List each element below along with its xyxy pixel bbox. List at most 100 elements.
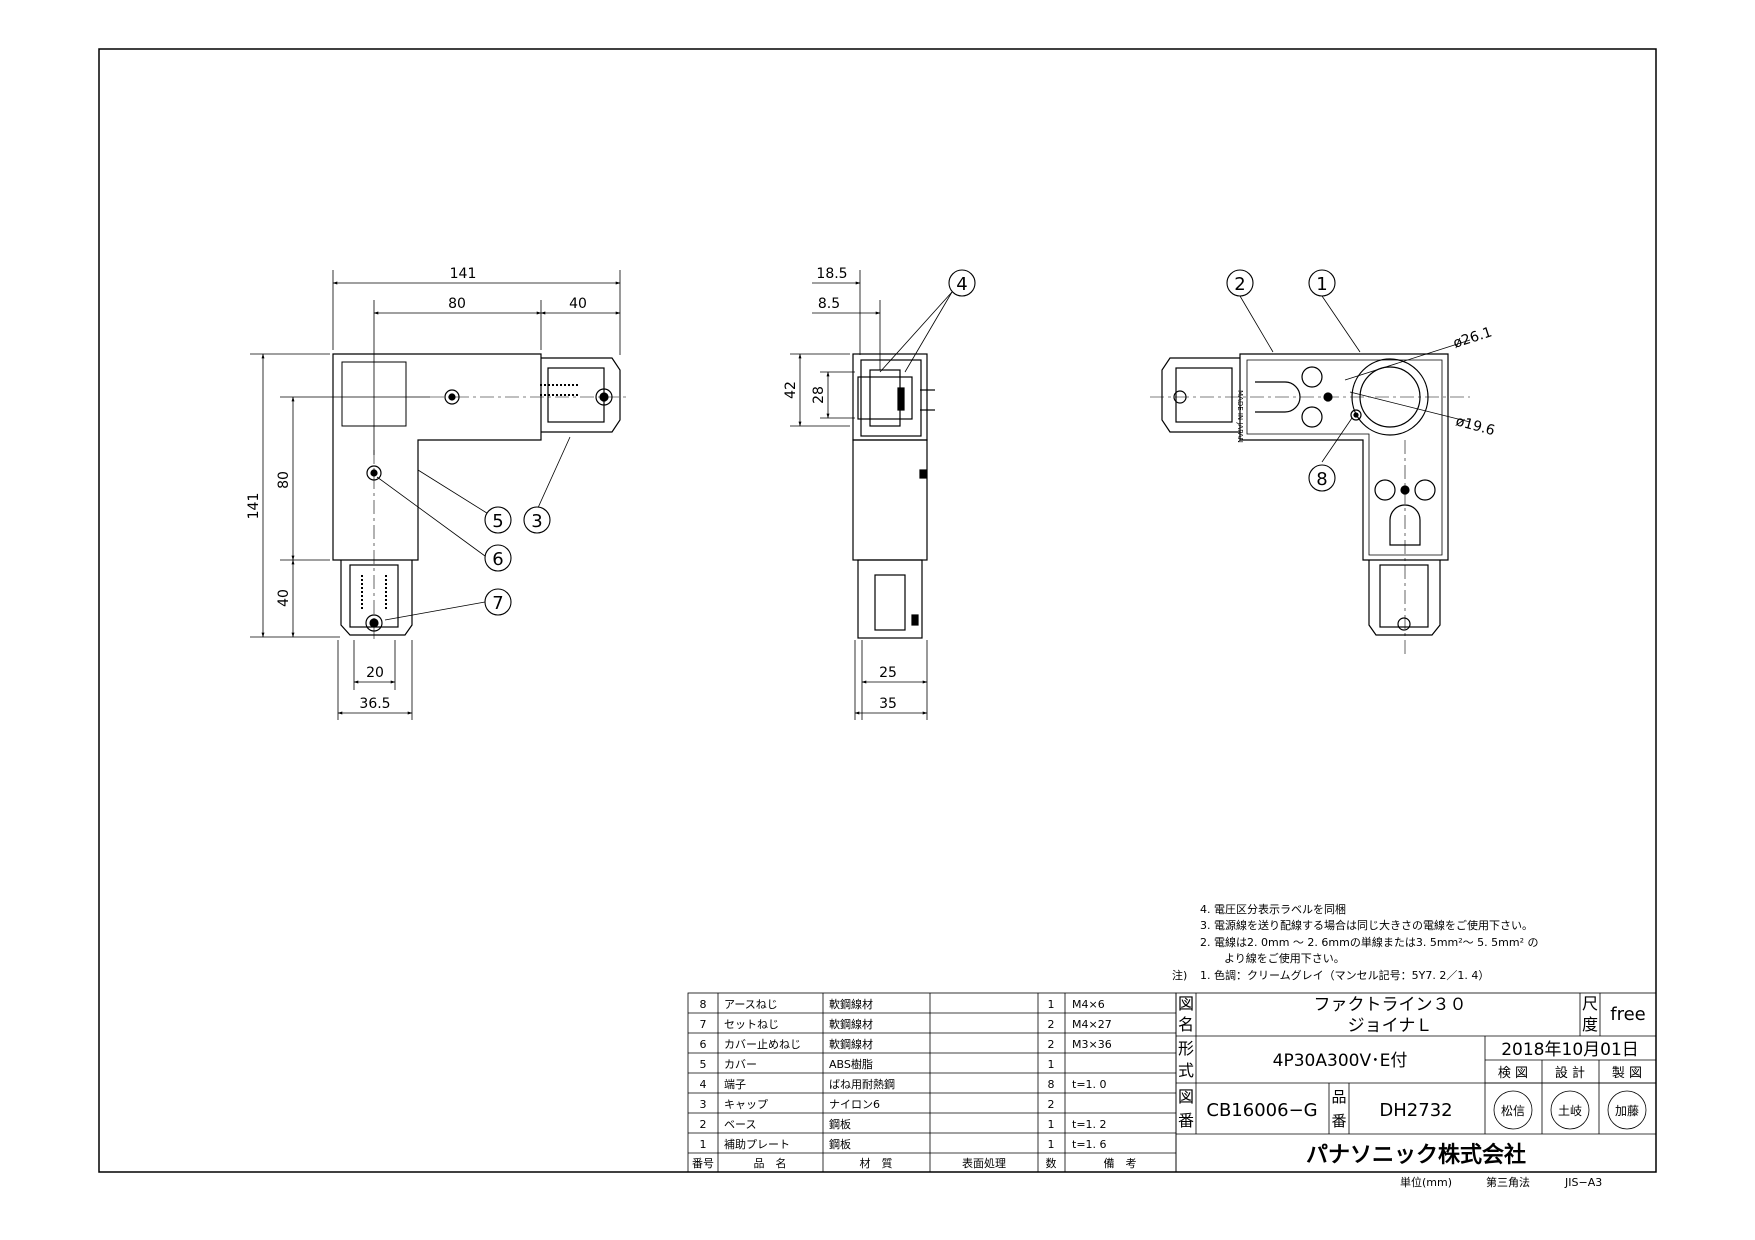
parts-table-text: 8 アースねじ 軟鋼線材 1 M4×6 7 セットねじ 軟鋼線材 2 M4×27… bbox=[692, 997, 1137, 1170]
row-name: カバー止めねじ bbox=[724, 1038, 801, 1051]
header-name: 品 名 bbox=[754, 1156, 787, 1170]
parts-row-5: 5 カバー ABS樹脂 1 bbox=[700, 1057, 1055, 1071]
model-value: 4P30A300V･E付 bbox=[1273, 1051, 1408, 1071]
row-no: 5 bbox=[700, 1058, 707, 1071]
row-remarks: t=1. 6 bbox=[1072, 1138, 1107, 1151]
side-view-dimensions bbox=[790, 270, 953, 720]
dim-side-left-outer: 42 bbox=[783, 381, 799, 399]
row-no: 6 bbox=[700, 1038, 707, 1051]
rear-view bbox=[1150, 339, 1471, 655]
row-name: セットねじ bbox=[724, 1018, 779, 1031]
label-zuban-1: 図 bbox=[1178, 1087, 1194, 1106]
notes: 4. 電圧区分表示ラベルを同梱 3. 電源線を送り配線する場合は同じ大きさの電線… bbox=[1172, 902, 1538, 982]
made-in-japan-text: MADE IN JAPAN bbox=[1236, 390, 1244, 443]
paper-size-label: JIS−A3 bbox=[1564, 1176, 1602, 1189]
row-no: 2 bbox=[700, 1118, 707, 1131]
dim-rear-dia-outer: ø26.1 bbox=[1451, 324, 1494, 352]
row-name: ベース bbox=[724, 1118, 756, 1131]
parts-row-4: 4 端子 ばね用耐熱鋼 8 t=1. 0 bbox=[700, 1077, 1107, 1091]
dim-front-top-total: 141 bbox=[450, 266, 477, 282]
title-block bbox=[1175, 992, 1657, 1173]
front-view bbox=[332, 353, 630, 640]
row-material: 軟鋼線材 bbox=[829, 1017, 873, 1031]
note-line-2b: より線をご使用下さい。 bbox=[1224, 951, 1345, 965]
note-prefix: 注) bbox=[1172, 968, 1187, 982]
row-remarks: M3×36 bbox=[1072, 1038, 1112, 1051]
label-zuban-2: 番 bbox=[1178, 1111, 1194, 1130]
date-value: 2018年10月01日 bbox=[1501, 1040, 1639, 1060]
row-material: 鋼板 bbox=[829, 1117, 851, 1131]
balloon-8: 8 bbox=[1316, 469, 1327, 490]
header-no: 番号 bbox=[692, 1157, 714, 1170]
balloon-6: 6 bbox=[492, 549, 503, 570]
title-block-text: 図 名 ファクトライン３０ ジョイナＬ 尺 度 free 形 式 4P30A30… bbox=[1178, 994, 1646, 1189]
stamp-draft: 加藤 bbox=[1615, 1104, 1639, 1118]
label-hinban-1: 品 bbox=[1331, 1088, 1346, 1106]
label-check: 検 図 bbox=[1498, 1066, 1528, 1081]
front-view-dimensions bbox=[250, 270, 621, 720]
row-name: アースねじ bbox=[724, 998, 778, 1011]
balloon-4: 4 bbox=[956, 274, 967, 295]
dim-front-bottom-inner: 20 bbox=[366, 665, 384, 681]
row-qty: 8 bbox=[1048, 1078, 1055, 1091]
header-finish: 表面処理 bbox=[962, 1156, 1006, 1170]
company-name: パナソニック株式会社 bbox=[1306, 1142, 1526, 1168]
dim-front-left-lower: 40 bbox=[276, 589, 292, 607]
label-scale-2: 度 bbox=[1582, 1015, 1598, 1034]
balloons bbox=[484, 269, 1336, 616]
drawing-title-1: ファクトライン３０ bbox=[1314, 995, 1467, 1015]
dim-side-bottom-inner: 25 bbox=[879, 665, 897, 681]
row-material: ばね用耐熱鋼 bbox=[829, 1077, 895, 1091]
scale-value: free bbox=[1610, 1004, 1646, 1025]
dim-front-top-left: 80 bbox=[448, 296, 466, 312]
header-qty: 数 bbox=[1046, 1157, 1057, 1170]
dim-front-left-upper: 80 bbox=[276, 471, 292, 489]
row-material: ナイロン6 bbox=[829, 1098, 880, 1111]
parts-row-7: 7 セットねじ 軟鋼線材 2 M4×27 bbox=[700, 1017, 1112, 1031]
row-material: 軟鋼線材 bbox=[829, 1037, 873, 1051]
balloon-7: 7 bbox=[492, 593, 503, 614]
dim-side-left-inner: 28 bbox=[811, 386, 827, 404]
row-no: 8 bbox=[700, 998, 707, 1011]
dim-side-top-outer: 18.5 bbox=[816, 266, 847, 282]
note-line-4: 4. 電圧区分表示ラベルを同梱 bbox=[1200, 902, 1346, 916]
balloon-3: 3 bbox=[531, 511, 542, 532]
dim-front-top-right: 40 bbox=[569, 296, 587, 312]
header-remarks: 備 考 bbox=[1104, 1157, 1137, 1170]
front-view-dimension-text: 141 80 40 141 80 40 20 36.5 bbox=[246, 266, 587, 712]
dim-rear-dia-inner: ø19.6 bbox=[1454, 413, 1497, 439]
label-scale-1: 尺 bbox=[1582, 994, 1598, 1013]
balloon-1: 1 bbox=[1316, 274, 1327, 295]
row-qty: 1 bbox=[1048, 1138, 1055, 1151]
projection-label: 第三角法 bbox=[1486, 1175, 1530, 1189]
drawing-title-2: ジョイナＬ bbox=[1348, 1016, 1433, 1036]
row-no: 7 bbox=[700, 1018, 707, 1031]
row-no: 3 bbox=[700, 1098, 707, 1111]
side-view bbox=[852, 353, 935, 639]
row-qty: 1 bbox=[1048, 1118, 1055, 1131]
label-keishiki-2: 式 bbox=[1178, 1061, 1194, 1080]
note-line-2: 2. 電線は2. 0mm ～ 2. 6mmの単線または3. 5mm²～ 5. 5… bbox=[1200, 935, 1538, 949]
row-name: カバー bbox=[724, 1058, 757, 1071]
row-qty: 1 bbox=[1048, 1058, 1055, 1071]
stamp-design: 土岐 bbox=[1558, 1104, 1582, 1118]
row-remarks: t=1. 2 bbox=[1072, 1118, 1107, 1131]
header-material: 材 質 bbox=[860, 1156, 893, 1170]
dim-front-left-total: 141 bbox=[246, 493, 262, 520]
rear-view-leaders bbox=[1239, 295, 1361, 463]
balloon-2: 2 bbox=[1234, 274, 1245, 295]
parts-row-8: 8 アースねじ 軟鋼線材 1 M4×6 bbox=[700, 997, 1105, 1011]
parts-row-6: 6 カバー止めねじ 軟鋼線材 2 M3×36 bbox=[700, 1037, 1112, 1051]
rear-view-text: ø26.1 ø19.6 MADE IN JAPAN bbox=[1236, 324, 1497, 443]
parts-row-3: 3 キャップ ナイロン6 2 bbox=[700, 1098, 1055, 1111]
label-zumei-2: 名 bbox=[1178, 1015, 1194, 1034]
label-hinban-2: 番 bbox=[1331, 1112, 1346, 1130]
balloon-5: 5 bbox=[492, 511, 503, 532]
row-name: 端子 bbox=[724, 1078, 746, 1091]
row-remarks: M4×27 bbox=[1072, 1018, 1112, 1031]
row-qty: 2 bbox=[1048, 1038, 1055, 1051]
dim-side-top-inner: 8.5 bbox=[818, 296, 840, 312]
stamp-check: 松信 bbox=[1501, 1104, 1525, 1118]
row-qty: 2 bbox=[1048, 1018, 1055, 1031]
parts-header-row: 番号 品 名 材 質 表面処理 数 備 考 bbox=[692, 1156, 1137, 1170]
